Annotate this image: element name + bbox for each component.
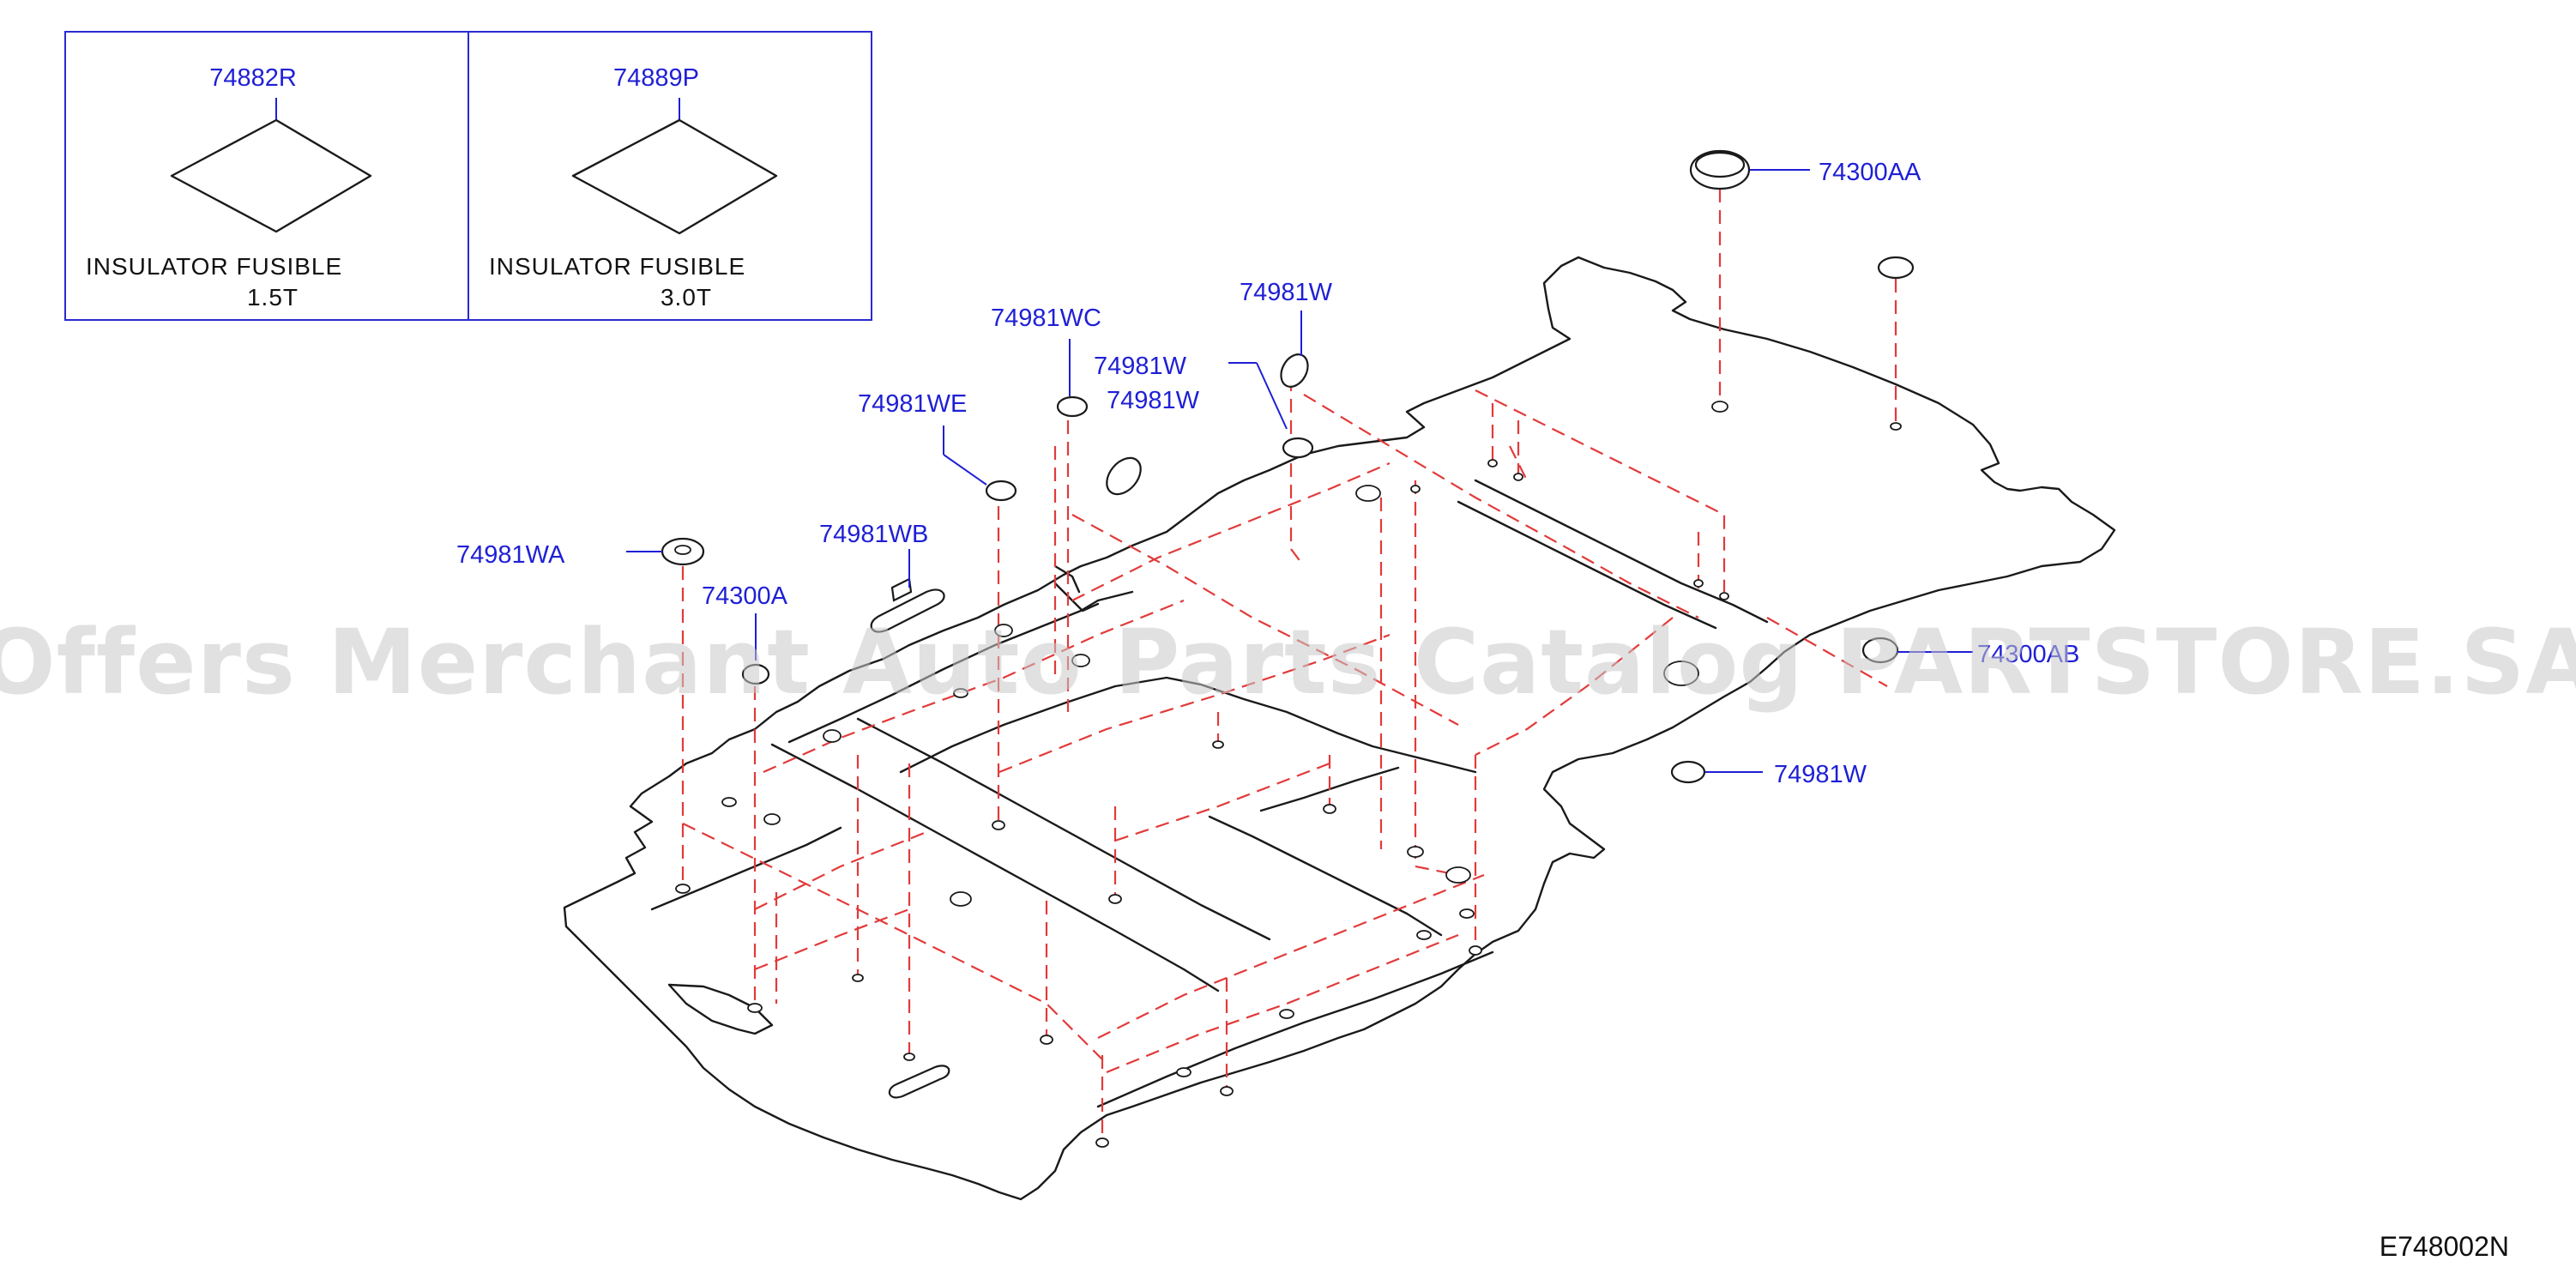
pad-74981WB[interactable]: [870, 588, 945, 633]
callout-74981W-top[interactable]: 74981W: [1240, 279, 1333, 306]
tunnel-top: [787, 590, 1134, 744]
seat-crossmember: [1208, 815, 1443, 937]
plug-74981WE[interactable]: [985, 480, 1017, 502]
callout-74981W-bottom[interactable]: 74981W: [1774, 761, 1867, 788]
watermark: Offers Merchant Auto Parts Catalog PARTS…: [0, 610, 2576, 715]
front-toe-board: [1053, 564, 1081, 594]
callout-leaders: [626, 169, 1973, 773]
callout-74981WC[interactable]: 74981WC: [991, 305, 1101, 332]
callout-74300AA[interactable]: 74300AA: [1819, 159, 1921, 186]
sill-left: [650, 826, 842, 911]
diagram-code: E748002N: [2380, 1231, 2509, 1262]
sill-right: [1096, 950, 1494, 1108]
pad-floor-front: [888, 1065, 950, 1099]
tunnel-right-edge: [856, 717, 1271, 941]
insulator-1-description: INSULATOR FUSIBLE: [86, 253, 342, 280]
insulator-box-2: [468, 31, 872, 321]
floor-panel-outline: [563, 256, 2116, 1201]
plug-right-top[interactable]: [1877, 256, 1915, 280]
assembly-lines: [681, 189, 1897, 1141]
insulator-2-part-number[interactable]: 74889P: [613, 64, 699, 92]
callout-74981WB[interactable]: 74981WB: [819, 521, 928, 548]
callout-74981WE[interactable]: 74981WE: [858, 390, 967, 418]
center-ridge: [899, 676, 1477, 774]
plug-74300A[interactable]: [741, 663, 770, 685]
insulator-1-part-number[interactable]: 74882R: [209, 64, 297, 92]
parts: [661, 149, 1915, 1099]
grommet-74981W-top[interactable]: [1276, 350, 1313, 391]
insulator-1-thickness: 1.5T: [247, 284, 299, 311]
callout-74300AB[interactable]: 74300AB: [1977, 641, 2079, 668]
front-wheelhouse: [667, 983, 774, 1035]
plug-74300AB[interactable]: [1861, 636, 1899, 664]
callout-74300A[interactable]: 74300A: [702, 582, 788, 610]
insulator-2-shape: [571, 118, 778, 235]
callout-74981W-mid[interactable]: 74981W: [1094, 353, 1187, 380]
callouts: 74300AA 74981W 74981WC 74981W 74981W 749…: [456, 159, 2079, 788]
callout-74981W-left[interactable]: 74981W: [1107, 387, 1200, 414]
plug-74981WC[interactable]: [1056, 395, 1089, 418]
insulator-2-thickness: 3.0T: [661, 284, 712, 311]
rear-floor-crease: [1474, 479, 1769, 624]
kick-up: [1053, 582, 1100, 612]
insulator-1-shape: [170, 118, 372, 233]
plug-74981W-bottom[interactable]: [1670, 760, 1706, 784]
plug-74981W-mid[interactable]: [1282, 437, 1314, 459]
floor-holes: [675, 401, 1902, 1148]
grommet-74981W-left[interactable]: [1100, 451, 1147, 500]
rear-floor-crease-2: [1457, 500, 1717, 630]
callout-74981WA[interactable]: 74981WA: [456, 541, 565, 569]
insulator-2-description: INSULATOR FUSIBLE: [489, 253, 745, 280]
insulator-legend: 74882R INSULATOR FUSIBLE 1.5T 74889P INS…: [64, 31, 872, 321]
floor-panel: [563, 256, 2116, 1201]
